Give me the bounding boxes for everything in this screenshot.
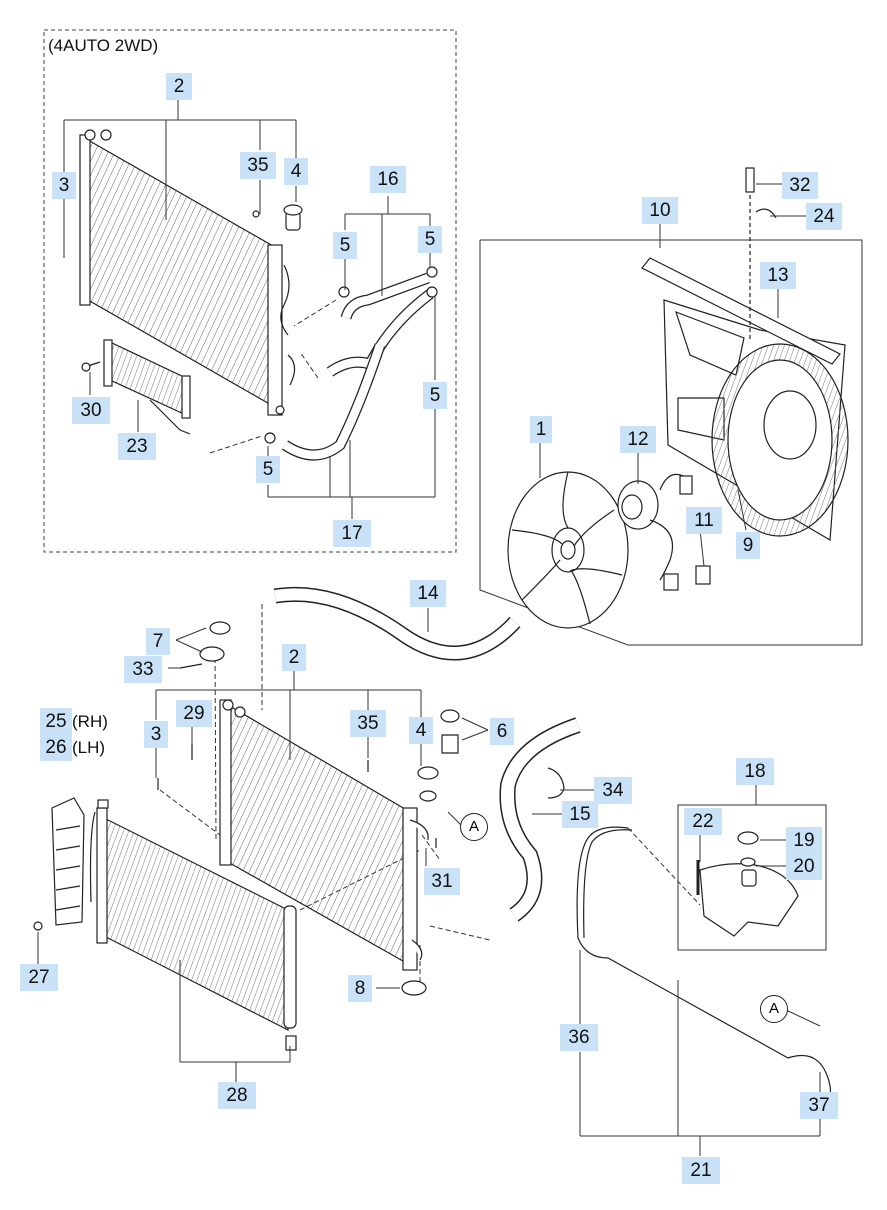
fan-module-box: [479, 239, 863, 646]
upper-hoses: [264, 266, 438, 461]
part-label-17[interactable]: 17: [333, 520, 371, 547]
part-label-15[interactable]: 15: [562, 801, 598, 828]
part-label-30[interactable]: 30: [72, 397, 110, 424]
small-parts: [157, 621, 460, 996]
part-label-25-suffix: (RH): [72, 712, 108, 731]
part-label-20[interactable]: 20: [786, 853, 822, 880]
upper-radiator: [79, 129, 303, 416]
part-label-32[interactable]: 32: [782, 172, 818, 199]
part-label-2-lower[interactable]: 2: [282, 644, 306, 671]
part-label-11[interactable]: 11: [686, 507, 722, 534]
variant-box: [43, 29, 457, 553]
part-label-23[interactable]: 23: [118, 433, 156, 460]
part-label-21[interactable]: 21: [682, 1157, 720, 1184]
fan-shroud: [641, 167, 849, 542]
overflow-hose: [576, 826, 832, 1119]
part-label-27[interactable]: 27: [20, 964, 58, 991]
part-label-36[interactable]: 36: [560, 1024, 598, 1051]
part-label-33[interactable]: 33: [124, 656, 162, 683]
part-label-1[interactable]: 1: [530, 416, 552, 443]
part-label-35-upper[interactable]: 35: [240, 152, 276, 179]
part-label-8[interactable]: 8: [348, 975, 372, 1002]
part-label-16[interactable]: 16: [370, 166, 406, 193]
upper-leaders-dashed: [209, 299, 337, 454]
part-label-25[interactable]: 25: [40, 708, 72, 735]
part-label-7[interactable]: 7: [146, 628, 170, 655]
part-label-5-c[interactable]: 5: [423, 382, 447, 409]
part-label-10[interactable]: 10: [642, 197, 678, 224]
part-label-9[interactable]: 9: [736, 532, 760, 559]
part-label-24[interactable]: 24: [806, 203, 842, 230]
part-label-31[interactable]: 31: [424, 868, 460, 895]
part-label-14[interactable]: 14: [410, 580, 446, 607]
condenser: [89, 799, 297, 1051]
part-label-5-d[interactable]: 5: [256, 456, 280, 483]
part-label-5-a[interactable]: 5: [333, 232, 357, 259]
leader-lines: [37, 100, 821, 1156]
part-label-3-upper[interactable]: 3: [52, 172, 76, 199]
lower-radiator: [219, 699, 429, 971]
part-label-4-upper[interactable]: 4: [284, 158, 308, 185]
part-label-4-lower[interactable]: 4: [409, 717, 433, 744]
part-label-3-lower[interactable]: 3: [144, 721, 168, 748]
reservoir: [696, 831, 799, 937]
part-label-29[interactable]: 29: [176, 700, 212, 727]
part-label-13[interactable]: 13: [760, 262, 796, 289]
part-label-37[interactable]: 37: [800, 1092, 838, 1119]
part-label-19[interactable]: 19: [786, 827, 822, 854]
part-label-22[interactable]: 22: [684, 808, 722, 835]
part-label-26-suffix: (LH): [72, 738, 106, 757]
variant-box-title: (4AUTO 2WD): [48, 36, 159, 55]
part-label-26[interactable]: 26: [40, 734, 72, 761]
fan-blade: [507, 471, 629, 629]
hose-14: [273, 586, 521, 661]
part-label-5-b[interactable]: 5: [418, 226, 442, 253]
oil-cooler: [81, 339, 191, 435]
part-label-2-upper[interactable]: 2: [166, 73, 192, 100]
part-label-6[interactable]: 6: [490, 718, 514, 745]
fan-motor: [617, 473, 711, 591]
air-guard: [33, 797, 85, 931]
part-label-18[interactable]: 18: [736, 758, 774, 785]
part-label-28[interactable]: 28: [218, 1082, 256, 1109]
ref-mark-a-radiator: A: [460, 813, 488, 841]
reservoir-box: [677, 804, 827, 951]
part-label-34[interactable]: 34: [594, 777, 632, 804]
part-label-12[interactable]: 12: [620, 426, 656, 453]
ref-mark-a-hose: A: [760, 995, 788, 1023]
part-label-35-lower[interactable]: 35: [350, 710, 386, 737]
